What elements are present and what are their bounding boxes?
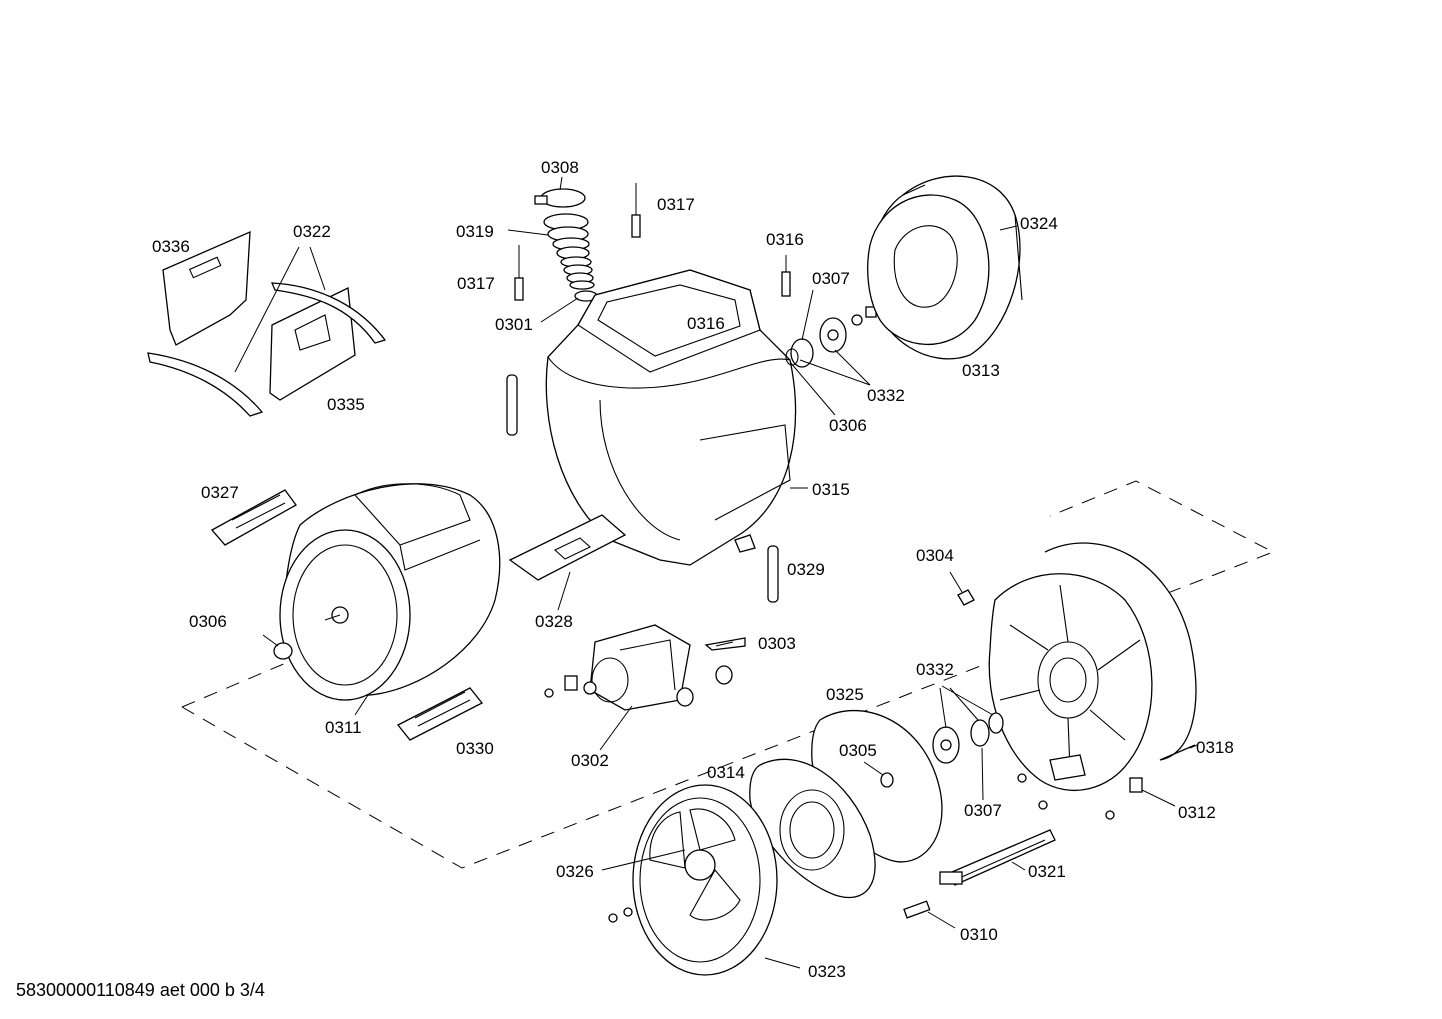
part-label-0301: 0301 bbox=[495, 315, 533, 334]
part-label-0330: 0330 bbox=[456, 739, 494, 758]
bearing-0332a-drawing bbox=[819, 306, 877, 353]
plate-0328-drawing bbox=[508, 514, 627, 581]
baffle-panel-0335-drawing bbox=[269, 282, 387, 401]
part-label-0317b: 0317 bbox=[457, 274, 495, 293]
drum-0311-drawing bbox=[279, 483, 501, 701]
part-label-0332b: 0332 bbox=[916, 660, 954, 679]
part-label-0312: 0312 bbox=[1178, 803, 1216, 822]
motor-0302-drawing bbox=[544, 624, 733, 711]
heater-0321-drawing bbox=[939, 773, 1115, 886]
rear-tub-0312-drawing bbox=[988, 573, 1153, 793]
part-label-0326: 0326 bbox=[556, 862, 594, 881]
tub-front-0315-drawing bbox=[506, 269, 797, 566]
part-label-0315: 0315 bbox=[812, 480, 850, 499]
bearing-0332b-drawing bbox=[932, 712, 1004, 764]
part-label-0316b: 0316 bbox=[687, 314, 725, 333]
part-label-0305: 0305 bbox=[839, 741, 877, 760]
part-label-0328: 0328 bbox=[535, 612, 573, 631]
part-label-0313: 0313 bbox=[962, 361, 1000, 380]
bellows-hose-0319-drawing bbox=[543, 213, 595, 290]
part-label-0308: 0308 bbox=[541, 158, 579, 177]
o-ring-0306b-drawing bbox=[273, 642, 293, 660]
part-label-0332a: 0332 bbox=[867, 386, 905, 405]
part-label-0307b: 0307 bbox=[964, 801, 1002, 820]
part-label-0327: 0327 bbox=[201, 483, 239, 502]
part-label-0311: 0311 bbox=[325, 718, 362, 737]
spring-0317a-drawing bbox=[631, 183, 641, 238]
part-label-0323: 0323 bbox=[808, 962, 846, 981]
pulley-0323-drawing bbox=[632, 784, 778, 976]
part-label-0306b: 0306 bbox=[189, 612, 227, 631]
baffle-panel-0336-drawing bbox=[147, 230, 264, 417]
part-label-0335: 0335 bbox=[327, 395, 365, 414]
part-label-0316a: 0316 bbox=[766, 230, 804, 249]
part-label-0324: 0324 bbox=[1020, 214, 1058, 233]
leader-lines bbox=[234, 176, 1198, 969]
sensor-0310-drawing bbox=[903, 900, 931, 919]
assembly-outline bbox=[181, 480, 1275, 869]
part-label-0304: 0304 bbox=[916, 546, 954, 565]
part-label-0302: 0302 bbox=[571, 751, 609, 770]
part-label-0325: 0325 bbox=[826, 685, 864, 704]
part-label-0322: 0322 bbox=[293, 222, 331, 241]
part-label-0314: 0314 bbox=[707, 763, 745, 782]
part-label-0303: 0303 bbox=[758, 634, 796, 653]
clip-0304-drawing bbox=[957, 589, 975, 606]
spring-0316a-drawing bbox=[781, 255, 791, 297]
part-label-0329: 0329 bbox=[787, 560, 825, 579]
counterweight-0324-drawing bbox=[867, 175, 1023, 360]
lifter-0330-drawing bbox=[396, 687, 484, 741]
part-label-0336: 0336 bbox=[152, 237, 190, 256]
lifter-0327-drawing bbox=[210, 489, 297, 546]
part-label-0306a: 0306 bbox=[829, 416, 867, 435]
part-label-0321: 0321 bbox=[1028, 862, 1066, 881]
part-label-0310: 0310 bbox=[960, 925, 998, 944]
damper-0329-drawing bbox=[734, 534, 779, 603]
part-label-0317a: 0317 bbox=[657, 195, 695, 214]
clamp-0308-drawing bbox=[534, 188, 586, 208]
document-reference: 58300000110849 aet 000 b 3/4 bbox=[16, 980, 265, 1000]
tub-rear-0314-drawing bbox=[749, 758, 876, 899]
part-label-0318: 0318 bbox=[1196, 738, 1234, 757]
part-label-0307a: 0307 bbox=[812, 269, 850, 288]
part-labels: 0308 0317 0319 0317 0301 0316 0316 0307 … bbox=[152, 158, 1234, 981]
part-label-0319: 0319 bbox=[456, 222, 494, 241]
spring-0317b-drawing bbox=[514, 245, 524, 301]
